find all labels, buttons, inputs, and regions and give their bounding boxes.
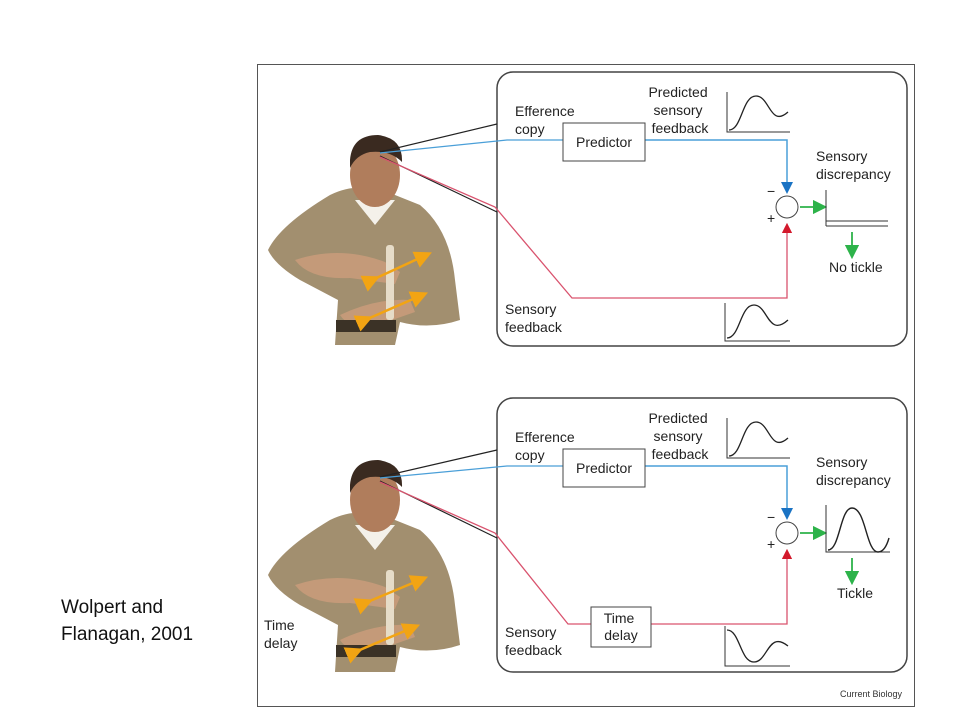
top-hand-arrow-1 (360, 251, 432, 292)
bottom-feedback-line (379, 481, 591, 625)
top-efference-label: Efference copy (515, 103, 579, 137)
bottom-black-line (379, 449, 498, 478)
top-discrepancy-label: Sensory discrepancy (816, 148, 891, 182)
bottom-outcome-label: Tickle (837, 585, 873, 601)
top-person-illustration (268, 135, 460, 345)
time-delay-side-label: Time delay (264, 617, 298, 651)
bottom-predictor-label: Predictor (576, 460, 632, 476)
time-delay-box (590, 606, 652, 648)
bottom-efference-label: Efference copy (515, 429, 579, 463)
top-predicted-line (645, 139, 793, 194)
top-outcome-label: No tickle (829, 259, 883, 275)
bottom-sensory-feedback-label: Sensory feedback (505, 624, 563, 658)
bottom-discrepancy-waveform (825, 505, 890, 553)
bottom-predictor-box (562, 448, 646, 488)
bottom-comparator (775, 521, 799, 545)
bottom-plus-sign: + (767, 536, 775, 552)
bottom-efference-line (379, 465, 563, 479)
top-efference-line (379, 139, 563, 154)
top-comparator (775, 195, 799, 219)
citation-line-1: Wolpert and (61, 597, 164, 618)
time-delay-box-label: Time delay (604, 610, 638, 643)
bottom-hand-arrow-2 (343, 623, 421, 664)
top-feedback-line (379, 156, 793, 299)
top-black-line (379, 123, 498, 153)
bottom-predicted-line (645, 465, 793, 520)
bottom-minus-sign: − (767, 509, 775, 525)
top-predicted-waveform (726, 92, 790, 133)
bottom-delayed-line (651, 548, 793, 625)
top-predictor-label: Predictor (576, 134, 632, 150)
top-sensory-feedback-label: Sensory feedback (505, 301, 563, 335)
bottom-discrepancy-label: Sensory discrepancy (816, 454, 891, 488)
source-credit: Current Biology (840, 689, 903, 699)
top-hand-arrow-2 (353, 291, 429, 332)
top-plus-sign: + (767, 210, 775, 226)
bottom-panel: Predictor Time delay − + Efference copy … (264, 397, 908, 673)
citation-line-2: Flanagan, 2001 (61, 624, 194, 645)
citation: Wolpert and Flanagan, 2001 (61, 594, 193, 648)
top-minus-sign: − (767, 183, 775, 199)
bottom-predicted-label: Predicted sensory feedback (648, 410, 711, 462)
top-panel: Predictor − + Efference copy Predicted s… (268, 71, 908, 347)
top-predicted-label: Predicted sensory feedback (648, 84, 711, 136)
top-predictor-box (562, 122, 646, 162)
top-feedback-waveform (724, 303, 790, 342)
top-discrepancy-waveform (825, 190, 888, 227)
bottom-feedback-waveform (724, 626, 790, 667)
bottom-hand-arrow-1 (353, 575, 429, 615)
bottom-predicted-waveform (726, 418, 790, 459)
